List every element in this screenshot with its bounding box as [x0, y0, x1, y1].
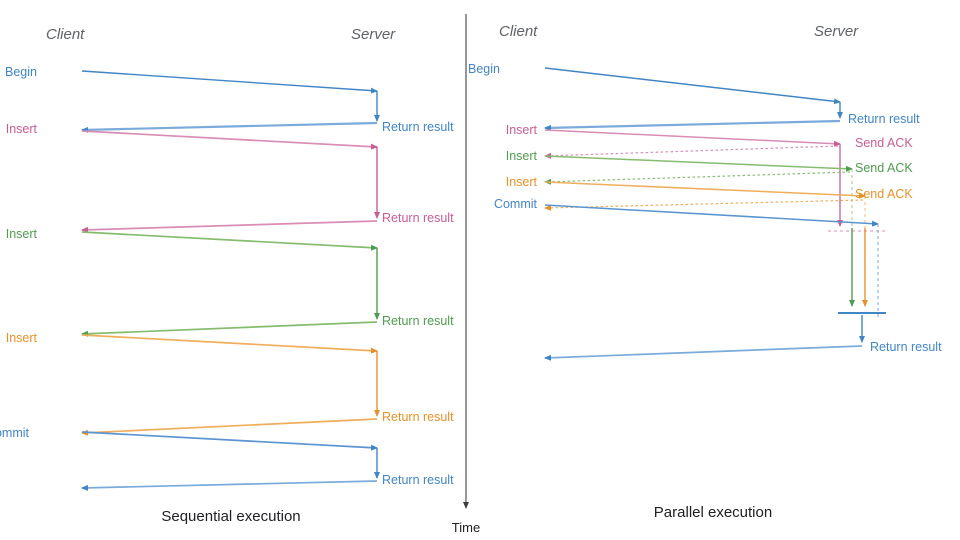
- client-actor-label-parallel: Client: [499, 23, 538, 40]
- client-message-label-commit: Commit: [0, 426, 30, 440]
- flow-insert-3-parallel: [544, 181, 868, 307]
- server-message-label-return-1-parallel: Return result: [848, 112, 920, 126]
- flow-begin-parallel: [544, 67, 843, 131]
- reply-arrow-commit-parallel: [544, 345, 863, 361]
- reply-arrow-commit: [81, 480, 378, 491]
- reply-arrow-insert-1: [81, 220, 378, 233]
- request-arrow-begin: [81, 70, 378, 94]
- request-arrow-insert-2-parallel: [544, 155, 853, 172]
- client-message-label-insert-2-parallel: Insert: [506, 149, 538, 163]
- client-message-label-begin: Begin: [5, 65, 37, 79]
- flow-insert-1-parallel: [544, 129, 886, 232]
- client-message-label-insert-1: Insert: [6, 122, 38, 136]
- server-message-label-return-4: Return result: [382, 410, 454, 424]
- panel-parallel: Client Server: [468, 23, 942, 521]
- client-message-label-insert-3-parallel: Insert: [506, 175, 538, 189]
- server-actor-label-sequential: Server: [351, 26, 396, 43]
- client-message-label-commit-parallel: Commit: [494, 197, 538, 211]
- request-arrow-insert-2: [81, 231, 378, 251]
- request-arrow-insert-3-parallel: [544, 181, 866, 199]
- server-message-label-ack-2: Send ACK: [855, 161, 913, 175]
- server-message-label-return-1: Return result: [382, 120, 454, 134]
- client-message-label-begin-parallel: Begin: [468, 62, 500, 76]
- server-message-label-return-3: Return result: [382, 314, 454, 328]
- flow-insert-2-parallel: [544, 155, 855, 307]
- request-arrow-insert-1-parallel: [544, 129, 841, 147]
- client-message-label-insert-2: Insert: [6, 227, 38, 241]
- reply-arrow-insert-2: [81, 321, 378, 337]
- flow-insert-1-sequential: [81, 130, 380, 233]
- time-axis-label: Time: [452, 520, 480, 535]
- request-arrow-insert-3: [81, 334, 378, 354]
- flow-insert-3-sequential: [81, 334, 380, 436]
- request-arrow-insert-1: [81, 130, 378, 150]
- client-message-label-insert-3: Insert: [6, 331, 38, 345]
- time-axis: Time: [452, 14, 480, 535]
- ack-arrow-insert-1-parallel: [544, 145, 839, 159]
- caption-parallel: Parallel execution: [654, 504, 772, 521]
- flow-commit-sequential: [81, 431, 380, 491]
- request-arrow-commit: [81, 431, 378, 451]
- ack-arrow-insert-2-parallel: [544, 171, 851, 185]
- flow-commit-parallel: [544, 204, 886, 361]
- client-message-label-insert-1-parallel: Insert: [506, 123, 538, 137]
- reply-arrow-insert-3: [81, 418, 378, 436]
- caption-sequential: Sequential execution: [161, 508, 300, 525]
- panel-sequential: Client Server: [0, 26, 454, 525]
- server-actor-label-parallel: Server: [814, 23, 859, 40]
- server-message-label-return-5: Return result: [382, 473, 454, 487]
- flow-insert-2-sequential: [81, 231, 380, 337]
- server-message-label-ack-3: Send ACK: [855, 187, 913, 201]
- flow-begin-sequential: [81, 70, 380, 133]
- ack-arrow-insert-3-parallel: [544, 199, 864, 211]
- request-arrow-commit-parallel: [544, 204, 879, 227]
- server-message-label-ack-1: Send ACK: [855, 136, 913, 150]
- server-message-label-return-2: Return result: [382, 211, 454, 225]
- reply-arrow-begin: [81, 121, 378, 133]
- request-arrow-begin-parallel: [544, 67, 841, 105]
- client-actor-label-sequential: Client: [46, 26, 85, 43]
- reply-arrow-begin-parallel: [544, 119, 841, 131]
- server-message-label-return-final: Return result: [870, 340, 942, 354]
